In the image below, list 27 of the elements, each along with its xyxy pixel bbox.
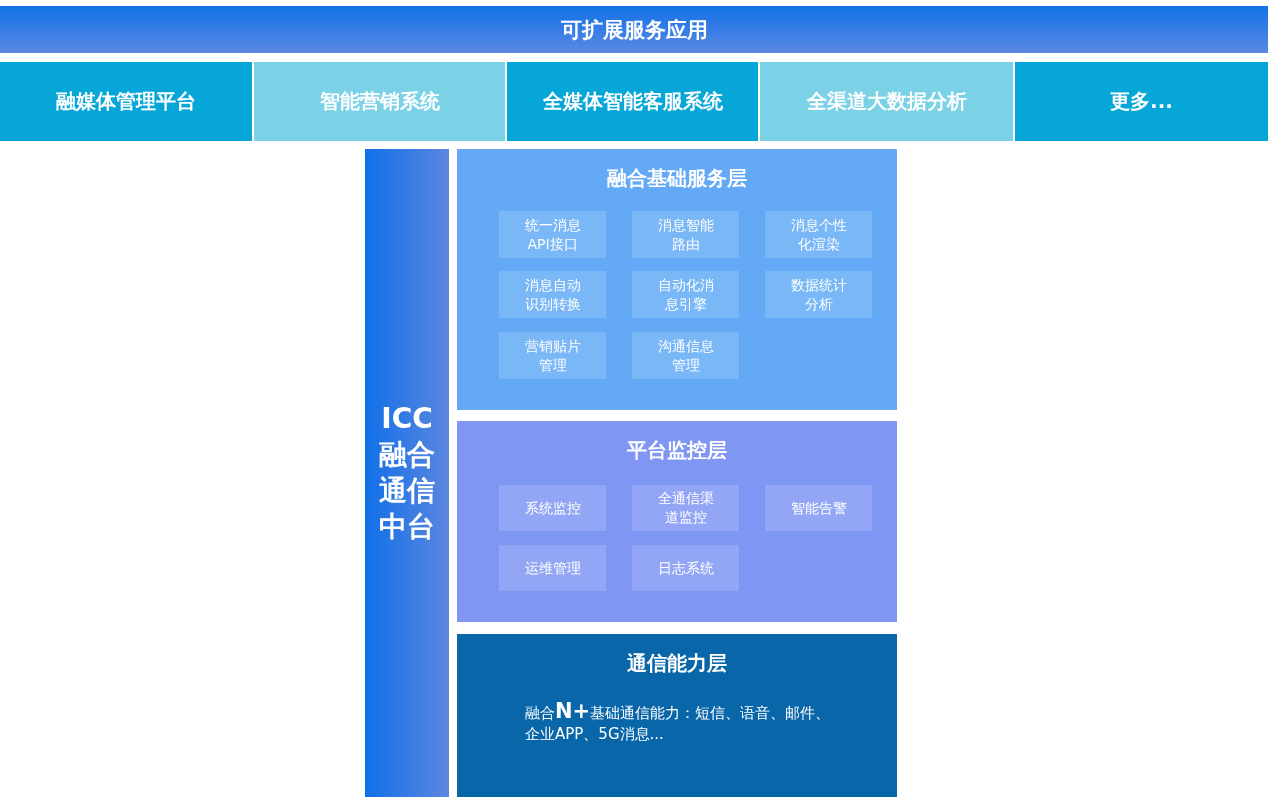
layer-heading: 平台监控层 bbox=[627, 437, 727, 463]
service-box: 沟通信息管理 bbox=[632, 332, 739, 379]
service-box: 运维管理 bbox=[499, 545, 606, 591]
application-box: 全媒体智能客服系统 bbox=[507, 62, 758, 141]
application-box: 融媒体管理平台 bbox=[0, 62, 252, 141]
header-band: 可扩展服务应用 bbox=[0, 6, 1268, 53]
capability-text: 融合N+基础通信能力：短信、语音、邮件、企业APP、5G消息... bbox=[525, 703, 831, 744]
service-box: 全通信渠道监控 bbox=[632, 485, 739, 531]
layer-panel bbox=[457, 634, 897, 797]
layer-heading: 融合基础服务层 bbox=[607, 165, 747, 191]
service-box: 数据统计分析 bbox=[765, 271, 872, 318]
service-box: 日志系统 bbox=[632, 545, 739, 591]
application-box: 全渠道大数据分析 bbox=[760, 62, 1013, 141]
service-box: 营销贴片管理 bbox=[499, 332, 606, 379]
application-box: 更多... bbox=[1015, 62, 1268, 141]
service-box: 智能告警 bbox=[765, 485, 872, 531]
service-box: 自动化消息引擎 bbox=[632, 271, 739, 318]
service-box: 消息自动识别转换 bbox=[499, 271, 606, 318]
layer-panel bbox=[457, 149, 897, 410]
platform-bar: ICC融合通信中台 bbox=[365, 149, 449, 797]
service-box: 系统监控 bbox=[499, 485, 606, 531]
service-box: 统一消息API接口 bbox=[499, 211, 606, 258]
layer-heading: 通信能力层 bbox=[627, 650, 727, 676]
application-box: 智能营销系统 bbox=[254, 62, 505, 141]
layer-panel bbox=[457, 421, 897, 622]
service-box: 消息个性化渲染 bbox=[765, 211, 872, 258]
service-box: 消息智能路由 bbox=[632, 211, 739, 258]
